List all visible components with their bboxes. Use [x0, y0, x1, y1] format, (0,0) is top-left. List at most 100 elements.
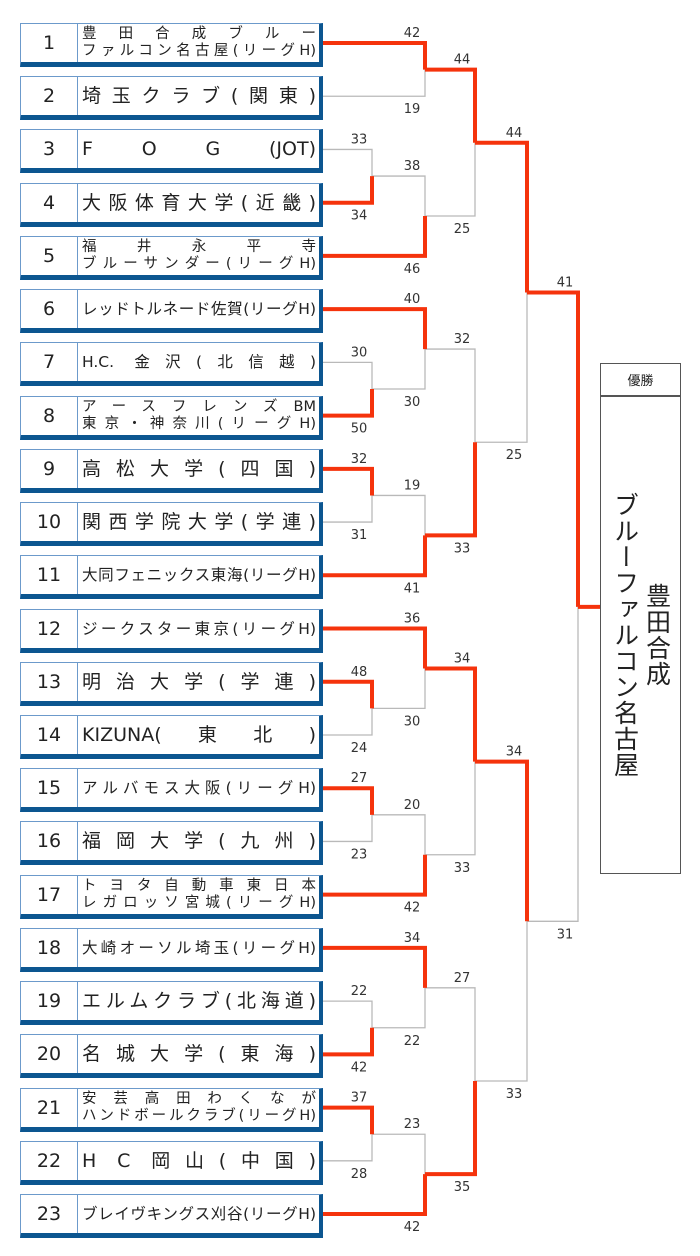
- seed-number: 12: [21, 609, 78, 648]
- seed-number: 16: [21, 822, 78, 861]
- champion-header: 優勝: [601, 364, 680, 397]
- team-name-line: H.C. 金沢(北信越): [82, 353, 316, 372]
- team-name: エルムクラブ(北海道): [78, 982, 319, 1020]
- team-name: トヨタ自動車東日本レガロッソ宮城(リーグH): [78, 876, 319, 914]
- loser-line: [372, 349, 426, 390]
- team-name: 福井永平寺ブルーサンダー(リーグH): [78, 237, 319, 275]
- team-name: ブレイヴキングス刈谷(リーグH): [78, 1195, 319, 1233]
- loser-line: [322, 69, 426, 97]
- team-name-line: 大同フェニックス東海(リーグH): [82, 566, 316, 585]
- team-name: 高松大学(四国): [78, 450, 319, 488]
- team-name-line: 安芸高田わくなが: [82, 1090, 316, 1107]
- seed-number: 6: [21, 290, 78, 329]
- loser-line: [372, 668, 426, 710]
- team-name: 大崎オーソル埼玉(リーグH): [78, 929, 319, 967]
- loser-line: [322, 148, 373, 177]
- team-name: 埼玉クラブ(関東): [78, 77, 319, 115]
- match-score: 27: [454, 971, 471, 986]
- loser-line: [372, 987, 426, 1029]
- team-name: H.C. 金沢(北信越): [78, 343, 319, 381]
- match-score: 25: [506, 448, 523, 463]
- winner-line: [322, 176, 374, 205]
- seed-number: 17: [21, 875, 78, 914]
- winner-line: [322, 388, 374, 418]
- match-score: 33: [454, 861, 471, 876]
- team-name-line: ジークスター東京(リーグH): [82, 619, 316, 638]
- seed-number: 21: [21, 1088, 78, 1127]
- match-score: 42: [404, 901, 421, 916]
- team-name-line: 福井永平寺: [82, 238, 316, 255]
- winner-line: [322, 466, 374, 496]
- match-score: 31: [557, 927, 574, 942]
- team-name: アルバモス大阪(リーグH): [78, 769, 319, 807]
- match-score: 33: [506, 1087, 523, 1102]
- match-score: 44: [506, 126, 523, 141]
- match-score: 19: [404, 102, 421, 117]
- champion-name-line2: ブルーファルコン名古屋: [610, 492, 640, 778]
- loser-line: [475, 292, 528, 443]
- match-score: 25: [454, 222, 471, 237]
- winner-line: [322, 307, 427, 350]
- match-score: 41: [404, 581, 421, 596]
- winner-line: [322, 1105, 374, 1135]
- match-score: 20: [404, 798, 421, 813]
- team-name-line: 関西学院大学(学連): [82, 511, 316, 534]
- match-score: 33: [351, 132, 368, 147]
- loser-line: [322, 1000, 373, 1028]
- match-score: 48: [351, 665, 368, 680]
- seed-number: 19: [21, 982, 78, 1021]
- match-score: 42: [404, 26, 421, 41]
- match-score: 30: [404, 714, 421, 729]
- loser-line: [322, 495, 373, 523]
- team-name: 明治大学(学連): [78, 663, 319, 701]
- match-score: 34: [404, 931, 421, 946]
- winner-line: [322, 1027, 374, 1057]
- seed-number: 13: [21, 662, 78, 701]
- winner-line: [322, 945, 427, 988]
- winner-line: [475, 759, 529, 922]
- match-score: 30: [351, 345, 368, 360]
- loser-line: [475, 921, 528, 1082]
- loser-line: [372, 1133, 426, 1175]
- match-score: 46: [404, 262, 421, 277]
- team-name-line: F O G (JOT): [82, 138, 316, 161]
- match-score: 23: [351, 847, 368, 862]
- winner-line: [425, 666, 477, 762]
- loser-line: [322, 814, 373, 843]
- match-score: 42: [351, 1060, 368, 1075]
- match-score: 44: [454, 53, 471, 68]
- match-score: 33: [454, 541, 471, 556]
- winner-line: [322, 786, 374, 815]
- seed-number: 8: [21, 396, 78, 435]
- winner-line: [425, 442, 477, 538]
- team-name-line: 福岡大学(九州): [82, 830, 316, 853]
- seed-number: 2: [21, 77, 78, 116]
- match-score: 23: [404, 1117, 421, 1132]
- match-score: 50: [351, 422, 368, 437]
- winner-line: [322, 626, 427, 669]
- seed-number: 4: [21, 183, 78, 222]
- team-name-line: 豊田合成ブルー: [82, 26, 316, 42]
- team-name-line: KIZUNA(東北): [82, 723, 316, 746]
- team-name-line: 埼玉クラブ(関東): [82, 85, 316, 108]
- team-name-line: 高松大学(四国): [82, 457, 316, 480]
- team-name-line: ハンドボールクラブ(リーグH): [82, 1107, 316, 1124]
- team-name-line: ブレイヴキングス刈谷(リーグH): [82, 1205, 316, 1224]
- loser-line: [425, 142, 476, 217]
- match-score: 42: [404, 1220, 421, 1235]
- loser-line: [425, 348, 476, 443]
- loser-line: [322, 1134, 373, 1162]
- team-name-line: 名城大学(東海): [82, 1043, 316, 1066]
- team-name-line: レガロッソ宮城(リーグH): [82, 894, 316, 911]
- team-name-line: エルムクラブ(北海道): [82, 990, 316, 1013]
- winner-line: [425, 1080, 477, 1177]
- seed-number: 1: [21, 24, 78, 62]
- champion-name-line1: 豊田合成: [642, 583, 672, 687]
